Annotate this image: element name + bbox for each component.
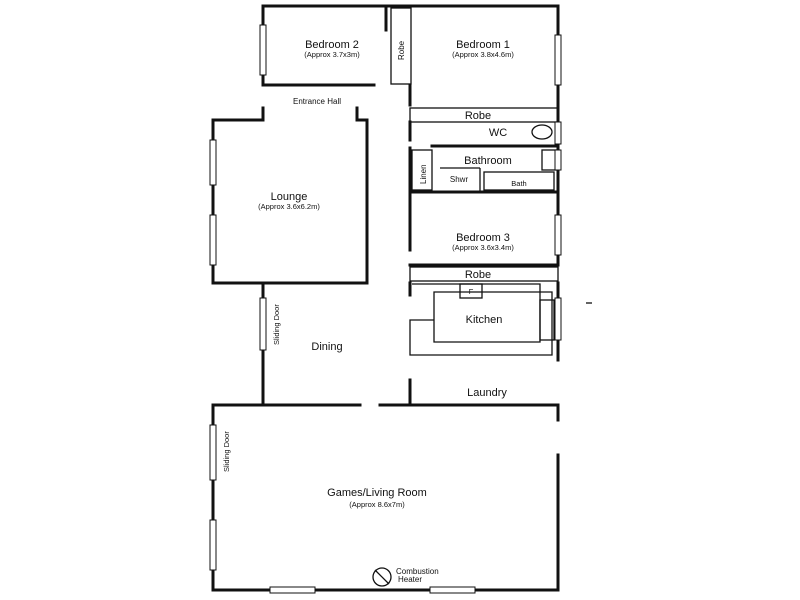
bedroom2-label: Bedroom 2 (305, 39, 359, 51)
bedroom3-size: (Approx 3.6x3.4m) (452, 243, 514, 252)
games-living-label: Games/Living Room (327, 487, 427, 499)
bedroom1-size: (Approx 3.8x4.6m) (452, 50, 514, 59)
games-living-size: (Approx 8.6x7m) (349, 500, 405, 509)
bathroom-label: Bathroom (464, 155, 512, 167)
heater-label-line2: Heater (398, 575, 422, 584)
heater-label-line1: Combustion (396, 567, 439, 576)
bedroom1-label: Bedroom 1 (456, 39, 510, 51)
robe-mid-label: Robe (465, 110, 491, 122)
windows (209, 24, 562, 594)
wc-label: WC (489, 127, 507, 139)
robe-top-label: Robe (397, 40, 406, 60)
robe-lower-label: Robe (465, 269, 491, 281)
entrance-hall-label: Entrance Hall (293, 97, 341, 106)
sliding-door-2-label: Sliding Door (222, 431, 231, 472)
dining-label: Dining (311, 341, 342, 353)
sliding-door-1-label: Sliding Door (272, 304, 281, 345)
lounge-size: (Approx 3.6x6.2m) (258, 202, 320, 211)
laundry-label: Laundry (467, 387, 507, 399)
shower-label: Shwr (450, 175, 469, 184)
lounge-label: Lounge (271, 191, 308, 203)
kitchen-label: Kitchen (466, 314, 503, 326)
bath-label: Bath (511, 179, 526, 188)
toilet-icon (531, 124, 553, 140)
bedroom2-size: (Approx 3.7x3m) (304, 50, 360, 59)
fridge-label: F (469, 287, 474, 296)
linen-label: Linen (419, 164, 428, 184)
heater-icon (372, 567, 392, 587)
bedroom3-label: Bedroom 3 (456, 232, 510, 244)
